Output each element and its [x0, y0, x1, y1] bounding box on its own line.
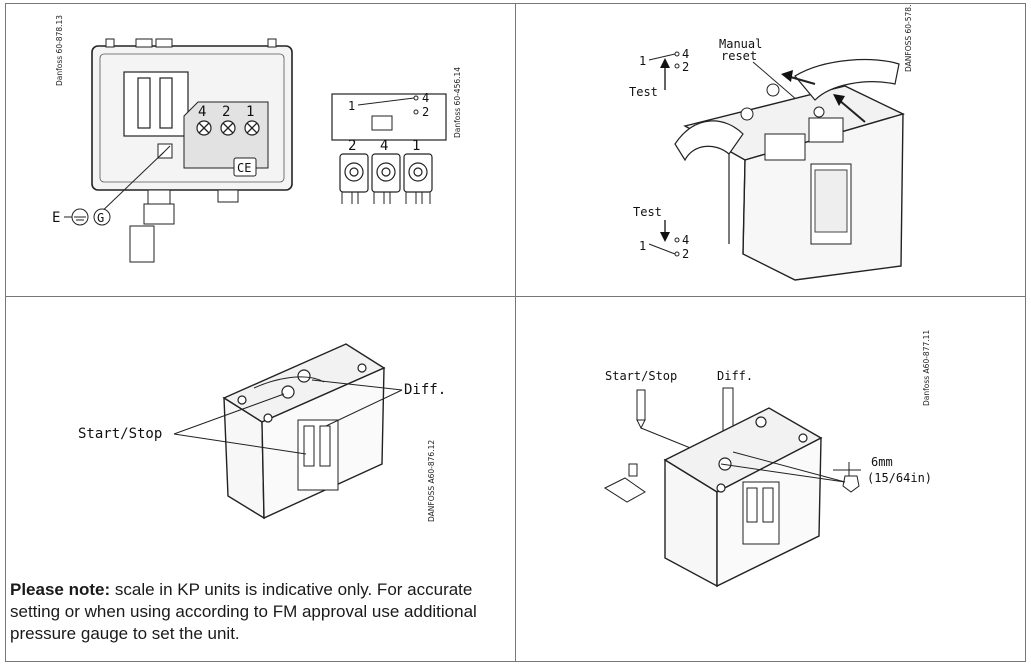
- wiring-illustration: Danfoss 60-878.13 4 2 1: [52, 15, 462, 263]
- note-text: scale in KP units is indicative only. Fo…: [10, 580, 477, 643]
- size-mm: 6mm: [871, 455, 893, 469]
- hex-key-icon: [842, 475, 860, 493]
- note-paragraph: Please note: scale in KP units is indica…: [10, 579, 506, 645]
- panel-wiring: Danfoss 60-878.13 4 2 1: [5, 3, 516, 297]
- manual-reset-line1: Manual: [719, 37, 762, 51]
- bottom-contact-2: 2: [682, 247, 689, 261]
- top-contact-common: 1: [639, 54, 646, 68]
- hand-right: [794, 58, 900, 101]
- schematic-contact-4: 4: [422, 91, 429, 105]
- schematic-terminal-2: 2: [348, 138, 356, 154]
- schematic-screws: [339, 153, 433, 193]
- ce-mark: CE: [237, 161, 251, 175]
- terminal-number-1: 1: [246, 104, 254, 120]
- ref-left: Danfoss 60-878.13: [55, 15, 64, 86]
- size-in: (15/64in): [867, 471, 932, 485]
- schematic-terminal-4: 4: [380, 138, 388, 154]
- startstop-label: Start/Stop: [78, 426, 162, 442]
- bottom-contact-4: 4: [682, 233, 689, 247]
- schematic-contact-1: 1: [348, 99, 355, 113]
- note-bold: Please note:: [10, 580, 111, 599]
- down-arrow-icon: [660, 232, 670, 242]
- panel-test-reset: 1 4 2 Test Manual reset: [515, 0, 1026, 297]
- ref-adjustment: Danfoss A60-877.11: [922, 330, 931, 406]
- press-arrow-icon: [781, 70, 793, 82]
- diff-label: Diff.: [717, 369, 753, 383]
- ref-setting: DANFOSS A60-876.12: [427, 440, 436, 522]
- panel-setting: Diff. Start/Stop DANFOSS A60-876.12 Plea…: [5, 296, 516, 662]
- terminal-number-4: 4: [198, 104, 206, 120]
- schematic-terminal-1: 1: [412, 138, 420, 154]
- ground-circle-icon: [93, 208, 111, 226]
- schematic-contact-2: 2: [422, 105, 429, 119]
- startstop-label: Start/Stop: [605, 369, 677, 383]
- up-arrow-icon: [660, 58, 670, 68]
- diff-label: Diff.: [404, 382, 446, 398]
- top-contact-4: 4: [682, 47, 689, 61]
- earth-label: E: [52, 210, 60, 226]
- ref-right: Danfoss 60-456.14: [453, 67, 462, 138]
- test-reset-illustration: 1 4 2 Test Manual reset: [629, 0, 913, 281]
- adjustment-illustration: Start/Stop Diff.: [603, 330, 932, 588]
- ref-test: DANFOSS 60-578.16: [904, 4, 913, 72]
- panel-adjustment: Start/Stop Diff.: [515, 296, 1026, 662]
- test-top-label: Test: [629, 85, 658, 99]
- manual-reset-line2: reset: [721, 49, 757, 63]
- setting-illustration: Diff. Start/Stop DANFOSS A60-876.12: [78, 343, 446, 522]
- hand-left: [674, 120, 744, 162]
- test-bottom-label: Test: [633, 205, 662, 219]
- terminal-number-2: 2: [222, 104, 230, 120]
- bottom-contact-common: 1: [639, 239, 646, 253]
- top-contact-2: 2: [682, 60, 689, 74]
- ground-symbol: G: [97, 211, 104, 225]
